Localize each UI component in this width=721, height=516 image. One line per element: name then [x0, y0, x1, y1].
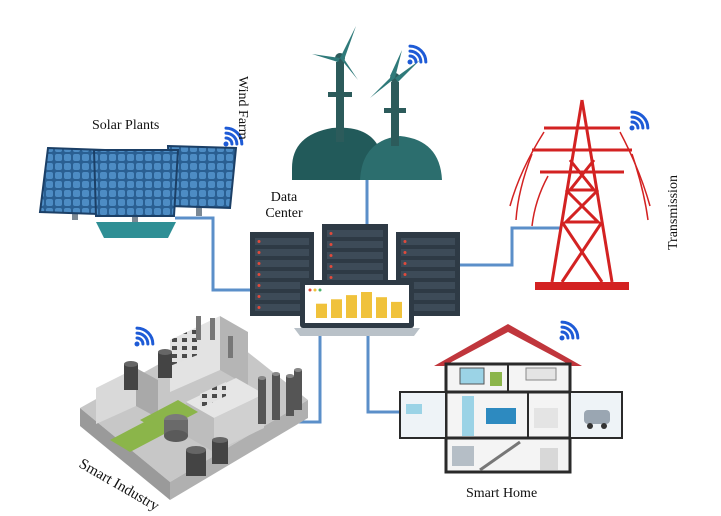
label-wind-farm: Wind Farm — [235, 76, 250, 140]
server-led — [329, 243, 333, 246]
server-led — [257, 295, 261, 298]
wifi-icon — [134, 326, 155, 347]
wifi-icon — [407, 44, 428, 65]
monitor-chart-bar — [316, 303, 327, 318]
server-slot — [401, 271, 455, 278]
server-slot — [255, 282, 309, 289]
server-slot — [401, 238, 455, 245]
wind-farm — [292, 26, 442, 180]
server-slot — [255, 249, 309, 256]
monitor-chart — [316, 292, 402, 318]
server-led — [257, 251, 261, 254]
server-led — [403, 273, 407, 276]
monitor-chart-bar — [331, 299, 342, 318]
server-slot — [401, 282, 455, 289]
solar-plants — [38, 144, 238, 238]
server-slot — [401, 260, 455, 267]
server-slot — [327, 230, 383, 237]
server-led — [257, 273, 261, 276]
server-led — [257, 306, 261, 309]
smart-industry — [80, 316, 308, 500]
server-led — [403, 262, 407, 265]
server-slot — [401, 249, 455, 256]
server-led — [329, 254, 333, 257]
label-solar-plants: Solar Plants — [92, 118, 160, 133]
label-transmission: Transmission — [666, 175, 681, 250]
server-slot — [255, 293, 309, 300]
server-slot — [255, 271, 309, 278]
connection-lines — [175, 180, 560, 424]
link-industry — [296, 330, 322, 424]
data-center — [250, 224, 460, 336]
monitor-chart-bar — [376, 297, 387, 318]
server-led — [403, 251, 407, 254]
wifi-icon — [559, 320, 580, 341]
server-led — [257, 284, 261, 287]
server-slot — [255, 304, 309, 311]
server-led — [257, 262, 261, 265]
link-solar — [175, 216, 256, 292]
server-led — [329, 265, 333, 268]
server-led — [329, 276, 333, 279]
server-slot — [255, 238, 309, 245]
monitor-chart-bar — [391, 301, 402, 318]
server-led — [403, 240, 407, 243]
monitor-chart-bar — [361, 292, 372, 318]
label-smart-home: Smart Home — [466, 486, 538, 501]
server-led — [257, 240, 261, 243]
server-slot — [327, 263, 383, 270]
server-slot — [401, 304, 455, 311]
monitor-chart-bar — [346, 295, 357, 318]
server-slot — [255, 260, 309, 267]
transmission-tower — [509, 99, 651, 290]
link-home — [366, 330, 412, 414]
server-slot — [327, 252, 383, 259]
server-slot — [401, 293, 455, 300]
server-slot — [327, 241, 383, 248]
server-slot — [327, 274, 383, 281]
link-transmission — [457, 226, 560, 267]
server-led — [329, 232, 333, 235]
wifi-icon — [629, 110, 650, 131]
wifi-icon — [223, 126, 244, 147]
label-data-center: Data Center — [265, 190, 303, 222]
smart-home — [399, 324, 623, 474]
